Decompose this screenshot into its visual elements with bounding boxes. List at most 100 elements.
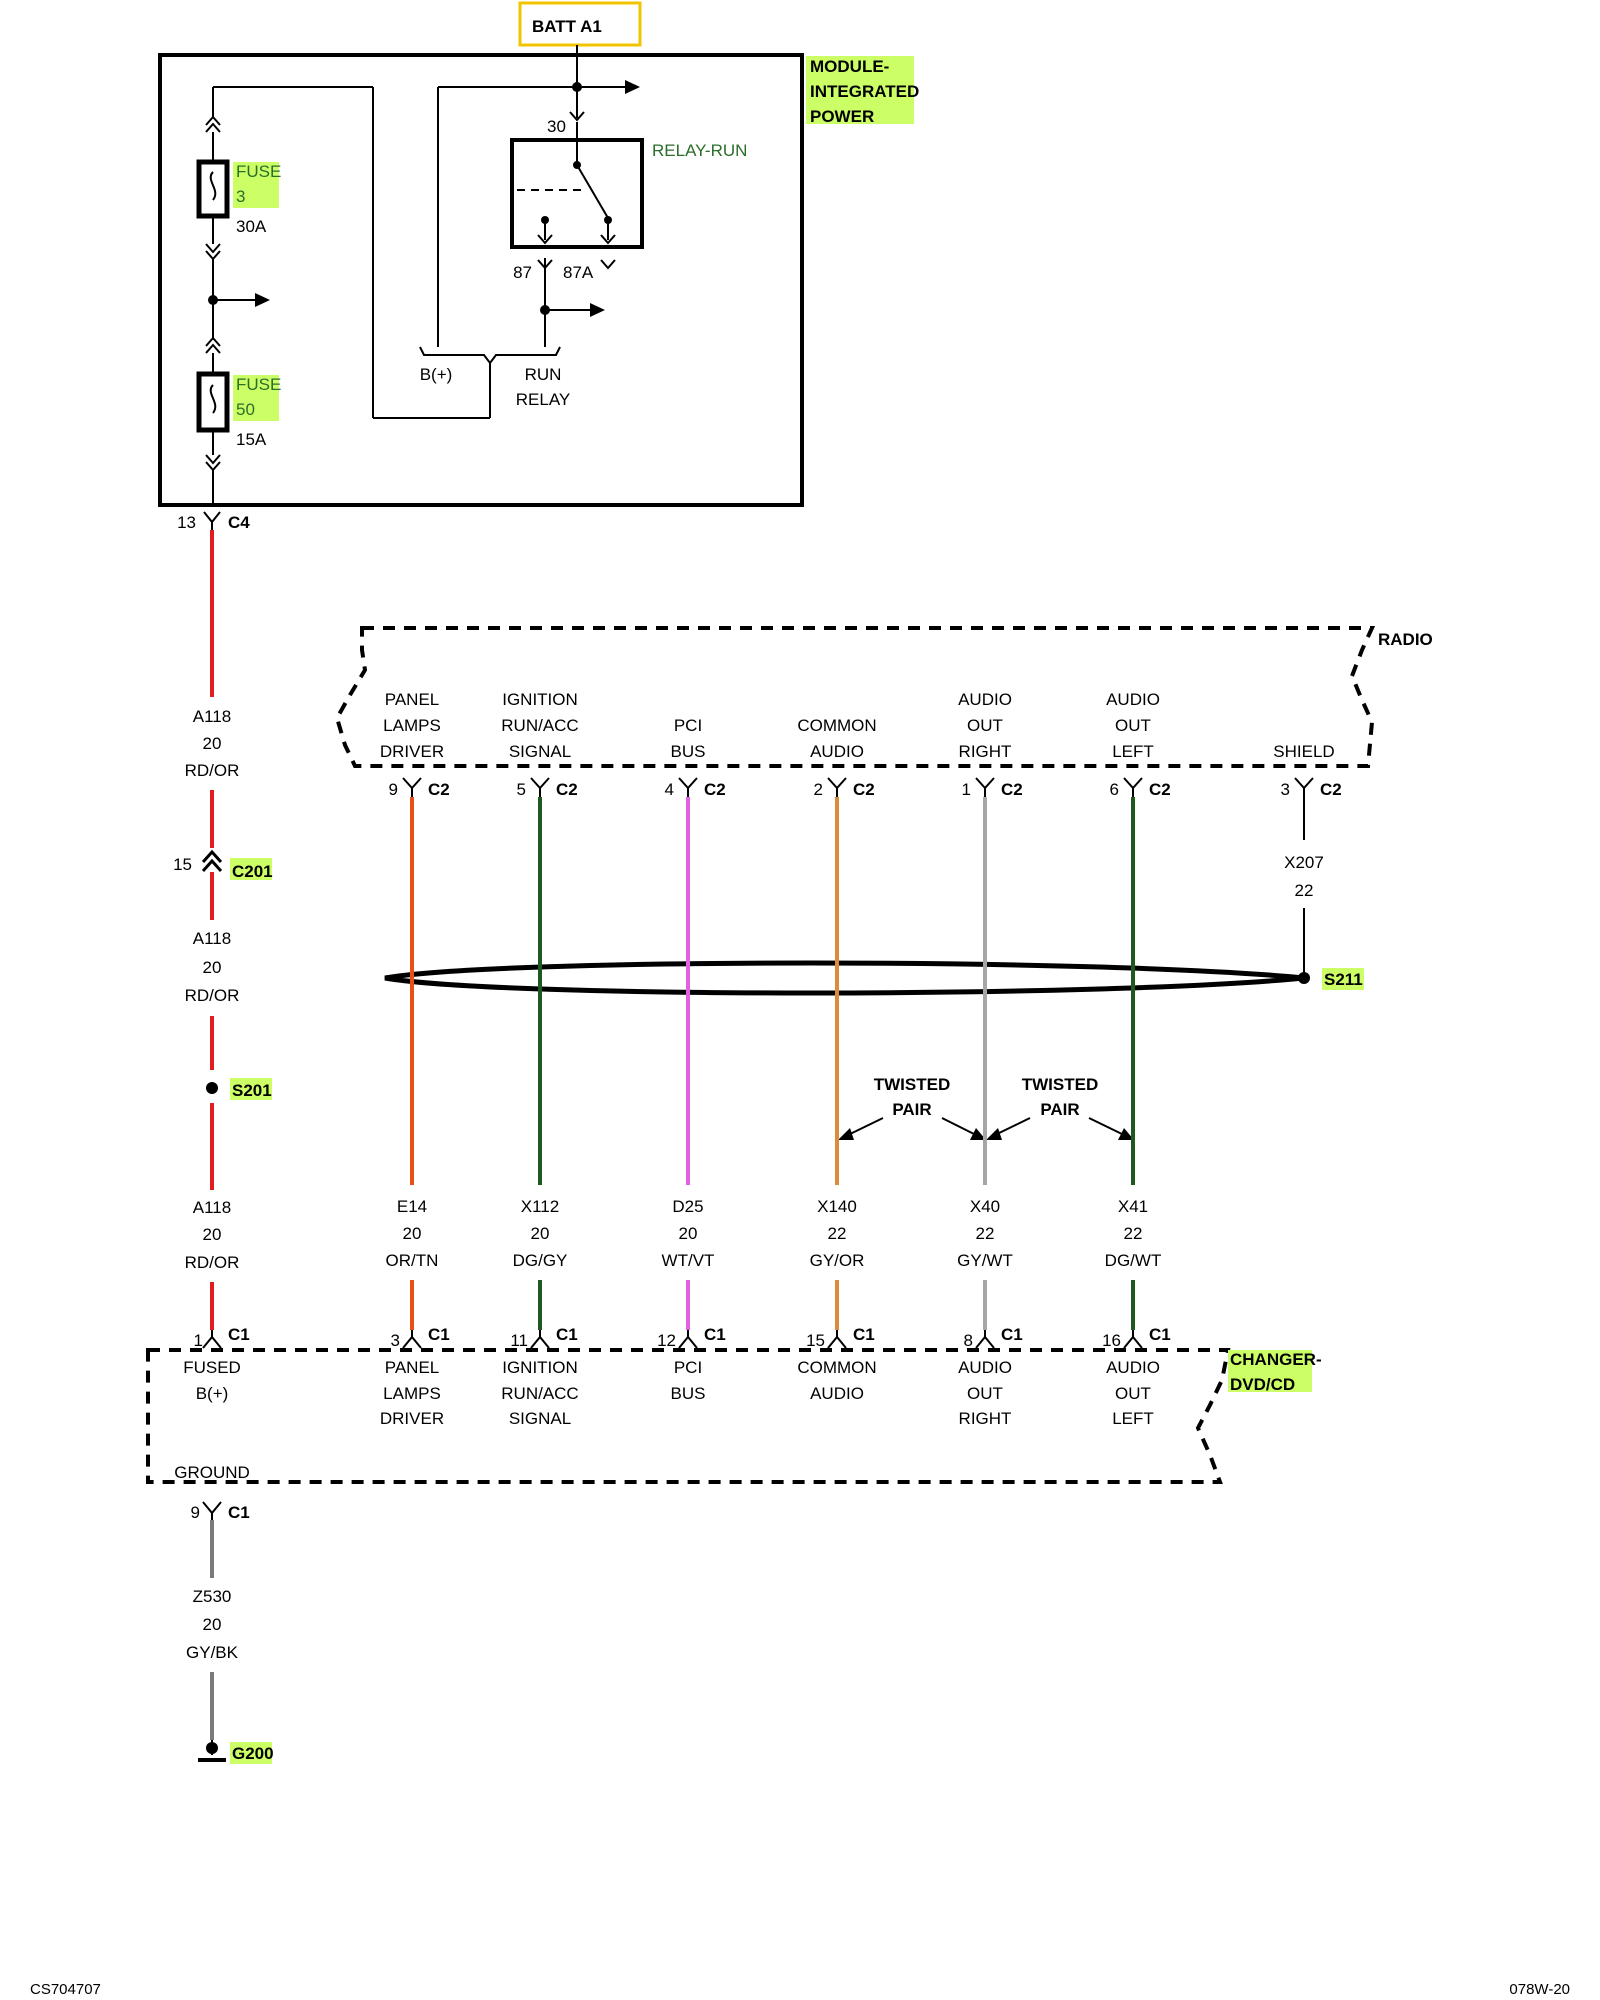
changer-fused-line1: FUSED [183,1358,241,1377]
fuse-3-word: FUSE [236,162,281,181]
changer-connector-icon [530,1330,550,1349]
radio-connector-icon [1123,777,1143,797]
arrow-icon [986,1128,1002,1140]
batt-a1-label: BATT A1 [518,1,642,47]
c4-connector: 13 C4 [177,511,250,532]
ground-wire-gauge: 20 [203,1615,222,1634]
arrow-icon [970,1128,986,1140]
ground-wire-code: Z530 [193,1587,232,1606]
radio-title: RADIO [1378,630,1433,649]
radio-pin-connector: C2 [1149,780,1171,799]
radio-pin-connector: C2 [556,780,578,799]
radio-box [334,626,1376,768]
shield-wire-gauge: 22 [1295,881,1314,900]
changer-pin-label-line2: LAMPS [383,1384,441,1403]
radio-pin-label-line3: LEFT [1112,742,1154,761]
feed-wire-code: A118 [193,707,231,726]
wire-gauge: 22 [828,1224,847,1243]
changer-pin-number: 8 [964,1331,973,1350]
module-title-line2: INTEGRATED [810,82,919,101]
feed-wire-color: RD/OR [185,761,240,780]
twisted-pair-2-line2: PAIR [1040,1100,1079,1119]
s211-splice-icon [1298,972,1310,984]
changer-connector-icon [1123,1330,1143,1349]
shield-ellipse [384,960,1305,996]
twisted-pair-1-line1: TWISTED [874,1075,951,1094]
changer-title-line1: CHANGER- [1230,1350,1322,1369]
changer-fused-conn: C1 [228,1325,250,1344]
changer-pin-connector: C1 [428,1325,450,1344]
c201-connector-icon [201,849,223,873]
shield-circuit: X207 22 S211 [384,797,1364,996]
relay-pin-87a: 87A [563,263,594,282]
radio-pin-label-line2: OUT [1115,716,1151,735]
wire-code: X40 [970,1197,1000,1216]
radio-pin-label-line2: PCI [674,716,702,735]
changer-pin-label-line1: PANEL [385,1358,440,1377]
radio-pin-group: AUDIO OUT LEFT 6 C2 [1106,690,1171,799]
radio-connector-icon [827,777,847,797]
changer-pin-label-line3: SIGNAL [509,1409,571,1428]
footer-left-code: CS704707 [30,1981,101,1998]
radio-connector-icon [678,777,698,797]
twisted-pair-2-line1: TWISTED [1022,1075,1099,1094]
radio-pin-connector: C2 [853,780,875,799]
wire-gauge: 20 [679,1224,698,1243]
radio-pin-label-line3: SIGNAL [509,742,571,761]
changer-connector-icon [827,1330,847,1349]
radio-pin-number: 6 [1110,780,1119,799]
wire-color-code: GY/WT [957,1251,1013,1270]
changer-pin-label-line2: OUT [967,1384,1003,1403]
changer-pin-label-line1: COMMON [797,1358,876,1377]
relay-run-label: RELAY-RUN [652,141,747,160]
feed-wire-gauge: 20 [203,958,222,977]
radio-pin-label-line1: PANEL [385,690,440,709]
relay-run: RELAY-RUN 87 87A B(+) RUN RELAY [213,86,747,419]
radio-pin-label-line2: OUT [967,716,1003,735]
module-title-line1: MODULE- [810,57,889,76]
footer-right-code: 078W-20 [1509,1981,1570,1998]
fuse-3-rating: 30A [236,217,267,236]
changer-pin-connector: C1 [704,1325,726,1344]
changer-fused-pin: 1 [194,1331,203,1350]
feed-wire-color: RD/OR [185,986,240,1005]
radio-connector-icon [402,777,422,797]
changer-connector-icon [975,1330,995,1349]
changer-pin-label-line3: LEFT [1112,1409,1154,1428]
changer-pin-label-line2: RUN/ACC [501,1384,578,1403]
wire-gauge: 22 [1124,1224,1143,1243]
changer-ground-label: GROUND [174,1463,250,1482]
changer-pin-number: 3 [391,1331,400,1350]
c201-label: C201 [232,862,273,881]
wire-color-code: DG/GY [513,1251,568,1270]
fuse-50-number: 50 [236,400,255,419]
s201-splice-icon [206,1082,218,1094]
radio-pin-number: 4 [665,780,674,799]
fuse-column: FUSE 3 30A FUSE 50 15A [196,87,281,505]
radio-connector-icon [975,777,995,797]
changer-pin-number: 15 [806,1331,825,1350]
changer-title-line2: DVD/CD [1230,1375,1295,1394]
changer-pin-label-line3: DRIVER [380,1409,444,1428]
radio-pin-label-line1: AUDIO [1106,690,1160,709]
fuse-3-icon [196,159,230,219]
c4-pin: 13 [177,513,196,532]
changer-pin-connector: C1 [556,1325,578,1344]
changer-pin-connector: C1 [1149,1325,1171,1344]
twisted-pair-1-line2: PAIR [892,1100,931,1119]
changer-pin-connector: C1 [853,1325,875,1344]
wire-code: X112 [521,1197,559,1216]
